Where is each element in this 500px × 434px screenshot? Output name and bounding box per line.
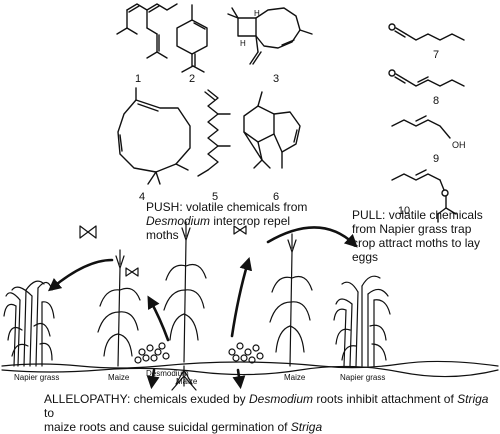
- label-maize-center: Maize: [176, 377, 198, 386]
- maize-center: [163, 221, 207, 363]
- compound-number-1: 1: [135, 73, 141, 85]
- pull-arrow-right: [266, 226, 358, 248]
- compound-number-9: 9: [433, 153, 439, 165]
- compound-number-6: 6: [273, 191, 279, 203]
- structure-7: [388, 23, 465, 41]
- allelopathy-arrow-right: [232, 368, 246, 390]
- push-pull-diagram: 1 2 H H 3 4: [1, 3, 499, 391]
- structure-4: [117, 87, 191, 185]
- structure-9: OH: [391, 115, 466, 150]
- stereo-h-3b: H: [240, 39, 246, 48]
- compound-number-3: 3: [273, 73, 279, 85]
- roots: [171, 365, 197, 391]
- compound-number-4: 4: [139, 191, 145, 203]
- label-maize-left: Maize: [108, 373, 130, 382]
- moth-icon: [79, 225, 97, 239]
- desmodium-right: [228, 342, 264, 364]
- ground-soil: [1, 365, 499, 378]
- push-caption: PUSH: volatile chemicals from Desmodium …: [146, 200, 308, 242]
- napier-grass-left: [3, 280, 55, 367]
- stereo-h-3a: H: [254, 9, 260, 18]
- ground-line: [1, 360, 499, 369]
- pull-caption: PULL: volatile chemicals from Napier gra…: [352, 208, 483, 264]
- structure-3: H H: [227, 7, 313, 65]
- structure-8: [388, 69, 465, 87]
- compound-number-2: 2: [189, 73, 195, 85]
- moth-icon: [233, 225, 247, 235]
- label-desmodium: Desmodium: [146, 369, 189, 378]
- compound-number-8: 8: [433, 95, 439, 107]
- allelopathy-caption: ALLELOPATHY: chemicals exuded by Desmodi…: [44, 392, 489, 434]
- push-species: Desmodium: [146, 214, 211, 228]
- compound-number-10: 10: [398, 205, 410, 217]
- allelopathy-label: ALLELOPATHY: [44, 392, 127, 406]
- maize-left: [97, 249, 141, 367]
- desmodium-left: [134, 342, 170, 364]
- compound-number-5: 5: [212, 191, 218, 203]
- pull-label: PULL: [352, 208, 383, 222]
- push-arrow-up-left: [147, 295, 170, 342]
- label-napier-grass-right: Napier grass: [340, 373, 385, 382]
- maize-right: [269, 233, 313, 367]
- push-arrow-left: [47, 258, 114, 292]
- push-label: PUSH: [146, 200, 180, 214]
- push-arrow-up-right: [230, 257, 253, 338]
- structure-2: [176, 4, 208, 73]
- label-maize-right: Maize: [284, 373, 306, 382]
- allelopathy-arrow-left: [146, 368, 160, 390]
- moth-icon: [125, 267, 139, 277]
- structure-10: [391, 169, 457, 223]
- structure-5: [197, 89, 231, 177]
- hydroxyl-label: OH: [452, 140, 466, 150]
- label-napier-grass-left: Napier grass: [14, 373, 59, 382]
- compound-number-7: 7: [433, 49, 439, 61]
- napier-grass-right: [333, 275, 391, 367]
- structure-1: [116, 3, 178, 59]
- structure-6: [243, 91, 301, 169]
